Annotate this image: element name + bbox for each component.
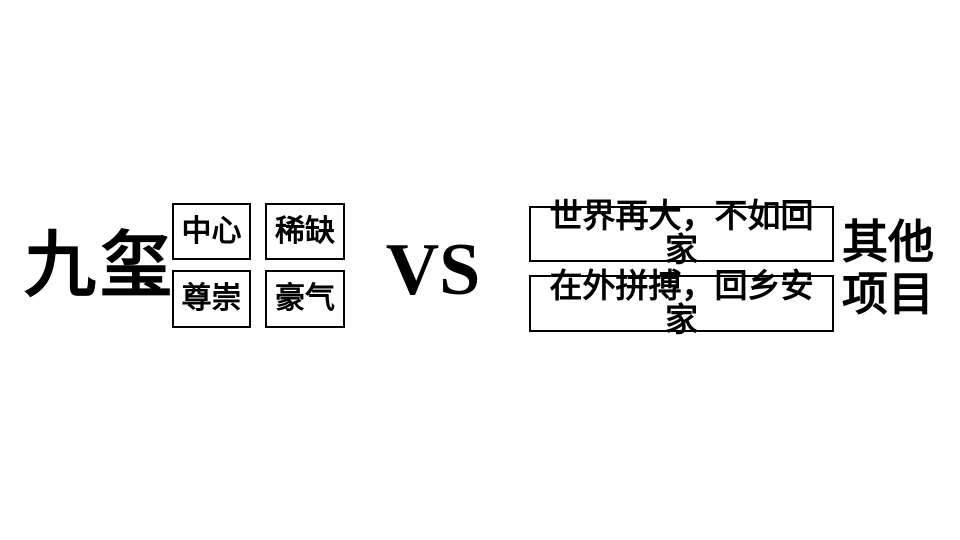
left-project-title: 九玺 (24, 226, 177, 306)
feature-grid: 中心 稀缺 尊崇 豪气 (172, 203, 345, 328)
vs-label: VS (385, 229, 481, 311)
right-project-title: 其他 项目 (842, 217, 934, 320)
feature-box-center: 中心 (172, 203, 251, 260)
feature-box-grandeur: 豪气 (265, 270, 345, 328)
quote-box-striving-home: 在外拼搏，回乡安 家 (529, 270, 834, 338)
feature-box-prestige: 尊崇 (172, 270, 251, 328)
quote-box-world-home: 世界再大，不如回 家 (529, 200, 834, 268)
feature-box-scarcity: 稀缺 (265, 203, 345, 260)
